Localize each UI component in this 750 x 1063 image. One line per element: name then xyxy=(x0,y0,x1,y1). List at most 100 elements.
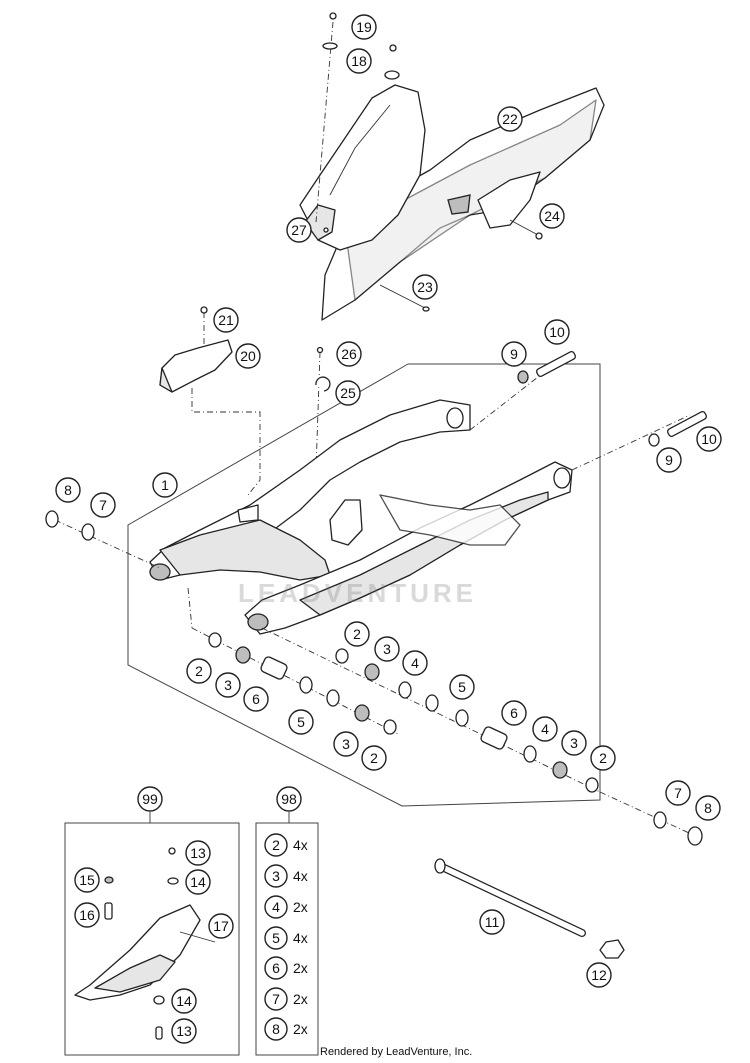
kit98-item-1[interactable]: 2 xyxy=(264,833,288,857)
svg-text:13: 13 xyxy=(176,1023,192,1039)
callout-3-c[interactable]: 3 xyxy=(374,636,400,662)
svg-text:19: 19 xyxy=(356,19,372,35)
callout-21[interactable]: 21 xyxy=(213,307,239,333)
callout-11[interactable]: 11 xyxy=(479,909,505,935)
svg-text:14: 14 xyxy=(190,874,206,890)
kit98-item-5[interactable]: 6 xyxy=(264,956,288,980)
pivot-bearings-right xyxy=(335,648,703,846)
svg-text:3: 3 xyxy=(342,736,350,752)
callout-26[interactable]: 26 xyxy=(336,341,362,367)
callout-7-left[interactable]: 7 xyxy=(90,492,116,518)
svg-text:4: 4 xyxy=(272,899,280,915)
footer-credit: Rendered by LeadVenture, Inc. xyxy=(320,1046,473,1058)
svg-text:26: 26 xyxy=(341,346,357,362)
svg-text:2: 2 xyxy=(272,837,280,853)
pivot-bearings-left xyxy=(45,510,397,735)
callout-20[interactable]: 20 xyxy=(235,343,261,369)
svg-text:15: 15 xyxy=(79,872,95,888)
callout-15[interactable]: 15 xyxy=(74,867,100,893)
callout-10-right[interactable]: 10 xyxy=(696,426,722,452)
callout-3-b[interactable]: 3 xyxy=(333,731,359,757)
svg-text:7: 7 xyxy=(674,785,682,801)
svg-text:2: 2 xyxy=(195,663,203,679)
svg-text:8: 8 xyxy=(64,482,72,498)
kit-98-box xyxy=(255,812,319,1056)
callout-14-bottom[interactable]: 14 xyxy=(171,988,197,1014)
callout-19[interactable]: 19 xyxy=(351,14,377,40)
svg-text:25: 25 xyxy=(340,385,356,401)
callout-7-right[interactable]: 7 xyxy=(665,780,691,806)
svg-text:2x: 2x xyxy=(293,899,308,915)
svg-text:5: 5 xyxy=(272,930,280,946)
callout-3-d[interactable]: 3 xyxy=(561,730,587,756)
callout-12[interactable]: 12 xyxy=(586,962,612,988)
callout-4-b[interactable]: 4 xyxy=(532,716,558,742)
callout-16[interactable]: 16 xyxy=(74,902,100,928)
callout-10-top[interactable]: 10 xyxy=(544,319,570,345)
svg-text:12: 12 xyxy=(591,967,607,983)
svg-text:16: 16 xyxy=(79,907,95,923)
callout-99[interactable]: 99 xyxy=(137,786,163,812)
svg-text:3: 3 xyxy=(383,641,391,657)
svg-text:7: 7 xyxy=(272,991,280,1007)
pivot-shaft xyxy=(434,858,625,959)
callout-5-b[interactable]: 5 xyxy=(449,674,475,700)
callout-24[interactable]: 24 xyxy=(539,203,565,229)
svg-text:7: 7 xyxy=(99,497,107,513)
svg-text:27: 27 xyxy=(291,222,307,238)
callout-6-b[interactable]: 6 xyxy=(501,700,527,726)
kit-99-box xyxy=(64,812,240,1056)
watermark-text: LEADVENTURE xyxy=(238,578,478,608)
svg-text:4: 4 xyxy=(411,655,419,671)
callout-9-right[interactable]: 9 xyxy=(656,447,682,473)
small-fasteners-25-26 xyxy=(315,346,331,471)
kit98-qty-7: 2x xyxy=(293,1021,308,1037)
svg-text:9: 9 xyxy=(665,452,673,468)
svg-text:10: 10 xyxy=(549,324,565,340)
kit98-item-6[interactable]: 7 xyxy=(264,987,288,1011)
svg-text:2x: 2x xyxy=(293,991,308,1007)
svg-text:10: 10 xyxy=(701,431,717,447)
callout-14-top[interactable]: 14 xyxy=(185,869,211,895)
callout-23[interactable]: 23 xyxy=(412,274,438,300)
chain-slider-part xyxy=(159,306,261,496)
callout-2-d[interactable]: 2 xyxy=(590,745,616,771)
callout-6-a[interactable]: 6 xyxy=(243,686,269,712)
svg-text:5: 5 xyxy=(458,679,466,695)
svg-text:2: 2 xyxy=(370,750,378,766)
callout-4-a[interactable]: 4 xyxy=(402,650,428,676)
kit98-item-2[interactable]: 3 xyxy=(264,864,288,888)
callout-98[interactable]: 98 xyxy=(276,786,302,812)
kit98-item-7[interactable]: 8 xyxy=(264,1017,288,1041)
swingarm xyxy=(149,399,573,635)
chain-guard xyxy=(299,84,605,321)
callout-8-left[interactable]: 8 xyxy=(55,477,81,503)
svg-text:5: 5 xyxy=(297,714,305,730)
callout-9-top[interactable]: 9 xyxy=(501,341,527,367)
callout-3-a[interactable]: 3 xyxy=(215,672,241,698)
callout-22[interactable]: 22 xyxy=(497,106,523,132)
callout-2-c[interactable]: 2 xyxy=(344,621,370,647)
callout-5-a[interactable]: 5 xyxy=(288,709,314,735)
callout-8-right[interactable]: 8 xyxy=(695,795,721,821)
callout-17[interactable]: 17 xyxy=(208,913,234,939)
callout-2-a[interactable]: 2 xyxy=(186,658,212,684)
chain-guard-fasteners xyxy=(315,12,543,312)
svg-text:1: 1 xyxy=(161,477,169,493)
callout-18[interactable]: 18 xyxy=(346,48,372,74)
callout-13-top[interactable]: 13 xyxy=(185,840,211,866)
svg-text:14: 14 xyxy=(176,993,192,1009)
callout-2-b[interactable]: 2 xyxy=(361,745,387,771)
kit98-item-4[interactable]: 5 xyxy=(264,926,288,950)
callout-1[interactable]: 1 xyxy=(152,472,178,498)
kit98-qty-3: 2x xyxy=(293,899,308,915)
kit98-item-3[interactable]: 4 xyxy=(264,895,288,919)
svg-text:4x: 4x xyxy=(293,837,308,853)
axle-bolts xyxy=(517,351,708,447)
callout-25[interactable]: 25 xyxy=(335,380,361,406)
callout-13-bottom[interactable]: 13 xyxy=(171,1018,197,1044)
callout-27[interactable]: 27 xyxy=(286,217,312,243)
svg-text:24: 24 xyxy=(544,208,560,224)
svg-text:8: 8 xyxy=(704,800,712,816)
